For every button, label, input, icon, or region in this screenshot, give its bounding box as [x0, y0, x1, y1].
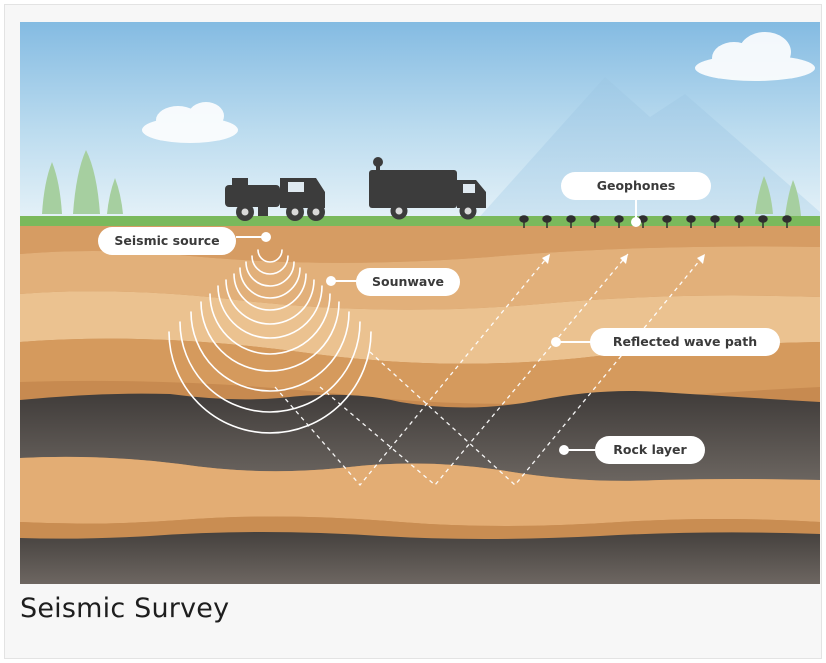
tree-icon [755, 176, 801, 216]
soil-layer [20, 516, 820, 539]
label-soundwave: Sounwave [326, 268, 460, 296]
soil-layer [20, 456, 820, 526]
seismic-survey-diagram: Seismic source Sounwave Geophones Reflec… [20, 22, 820, 584]
label-reflected-wave-path-text: Reflected wave path [613, 334, 757, 349]
sound-wave [168, 249, 372, 434]
label-reflected-wave-path: Reflected wave path [551, 328, 780, 356]
label-geophones: Geophones [561, 172, 711, 227]
label-seismic-source-text: Seismic source [114, 233, 219, 248]
tree-icon [42, 150, 123, 214]
recording-truck-icon [369, 157, 486, 220]
vibrator-truck-icon [225, 178, 325, 221]
label-seismic-source: Seismic source [98, 227, 271, 255]
reflected-wave-path [274, 253, 706, 487]
rock-layer [20, 532, 820, 584]
figure-caption: Seismic Survey [20, 593, 230, 624]
arrow-icon [542, 254, 705, 264]
label-soundwave-text: Sounwave [372, 274, 444, 289]
label-rock-layer: Rock layer [559, 436, 705, 464]
label-rock-layer-text: Rock layer [613, 442, 687, 457]
cloud [142, 32, 815, 143]
label-geophones-text: Geophones [597, 178, 676, 193]
geophone-icon [519, 215, 792, 228]
grass [20, 216, 820, 226]
